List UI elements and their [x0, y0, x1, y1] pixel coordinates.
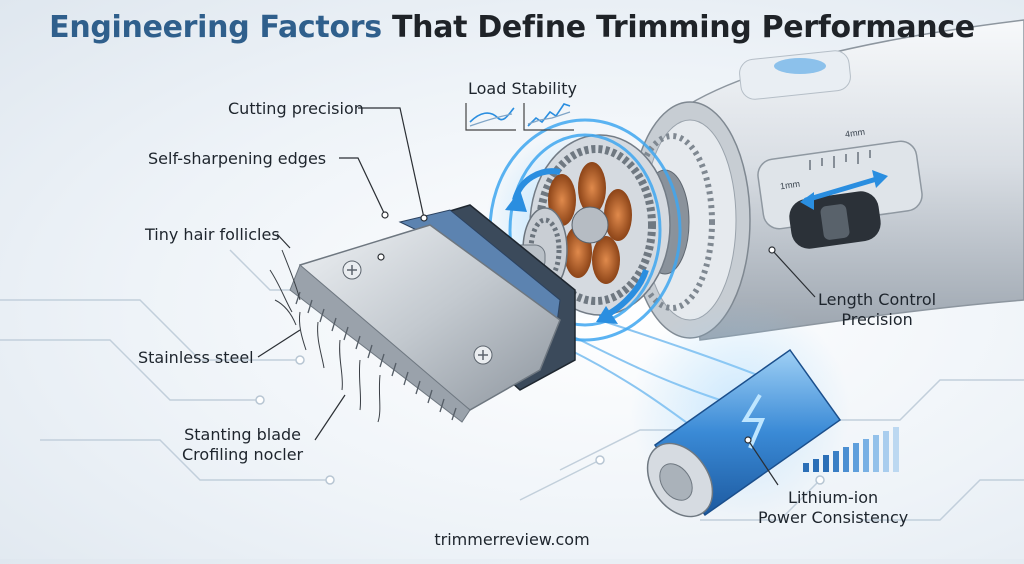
page-title: Engineering Factors That Define Trimming… — [0, 10, 1024, 45]
callout-stainless-steel: Stainless steel — [138, 348, 254, 367]
battery — [630, 300, 850, 520]
website-credit: trimmerreview.com — [434, 530, 590, 549]
callout-load-stability: Load Stability — [468, 79, 577, 98]
title-rest: That Define Trimming Performance — [391, 10, 975, 45]
callout-lithium-line1: Lithium-ion — [788, 488, 879, 507]
callout-self-sharpening: Self-sharpening edges — [148, 149, 327, 168]
signal-bars-icon — [803, 427, 899, 472]
callout-blade-line2: Crofiling nocler — [182, 445, 304, 464]
leader-dots — [377, 211, 776, 444]
title-highlight: Engineering Factors — [49, 10, 382, 45]
blade — [289, 224, 561, 423]
callout-lithium-line2: Power Consistency — [758, 508, 909, 527]
motor-assembly — [485, 118, 682, 342]
leader-lines — [257, 107, 816, 486]
callout-cutting-precision: Cutting precision — [228, 99, 364, 118]
load-stability-graphs — [465, 103, 574, 131]
callout-lithium-ion: Lithium-ion Power Consistency — [758, 488, 908, 528]
callout-blade: Stanting blade Crofiling nocler — [182, 425, 303, 465]
callout-length-control: Length Control Precision — [818, 290, 936, 330]
blade-teeth — [295, 291, 457, 421]
copper-coils — [548, 162, 632, 284]
callout-blade-line1: Stanting blade — [184, 425, 302, 444]
callout-length-line2: Precision — [841, 310, 913, 329]
hair-strands — [269, 249, 381, 423]
callout-length-line1: Length Control — [818, 290, 937, 309]
length-dial — [757, 140, 923, 249]
callout-tiny-hair: Tiny hair follicles — [145, 225, 280, 244]
